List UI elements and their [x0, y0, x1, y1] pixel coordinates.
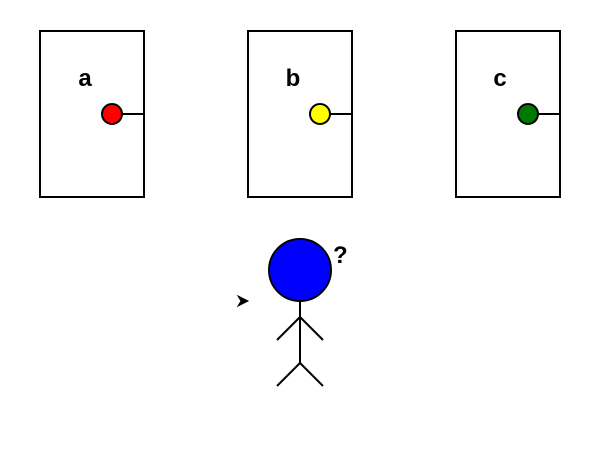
door-a-label: a — [78, 65, 92, 92]
door-c-knob[interactable] — [517, 103, 539, 125]
player-left-arm — [276, 316, 301, 341]
player-thought-question: ? — [333, 242, 348, 269]
arrow-cursor-icon — [236, 294, 250, 308]
door-c[interactable]: c — [455, 30, 561, 198]
player-left-leg — [276, 362, 301, 387]
player-head — [268, 238, 332, 302]
door-b-label: b — [286, 65, 301, 92]
door-b[interactable]: b — [247, 30, 353, 198]
door-a[interactable]: a — [39, 30, 145, 198]
player: ? — [268, 238, 348, 387]
player-right-arm — [299, 316, 324, 341]
door-a-knob[interactable] — [101, 103, 123, 125]
player-right-leg — [299, 362, 324, 387]
door-c-label: c — [493, 65, 506, 92]
door-b-knob[interactable] — [309, 103, 331, 125]
